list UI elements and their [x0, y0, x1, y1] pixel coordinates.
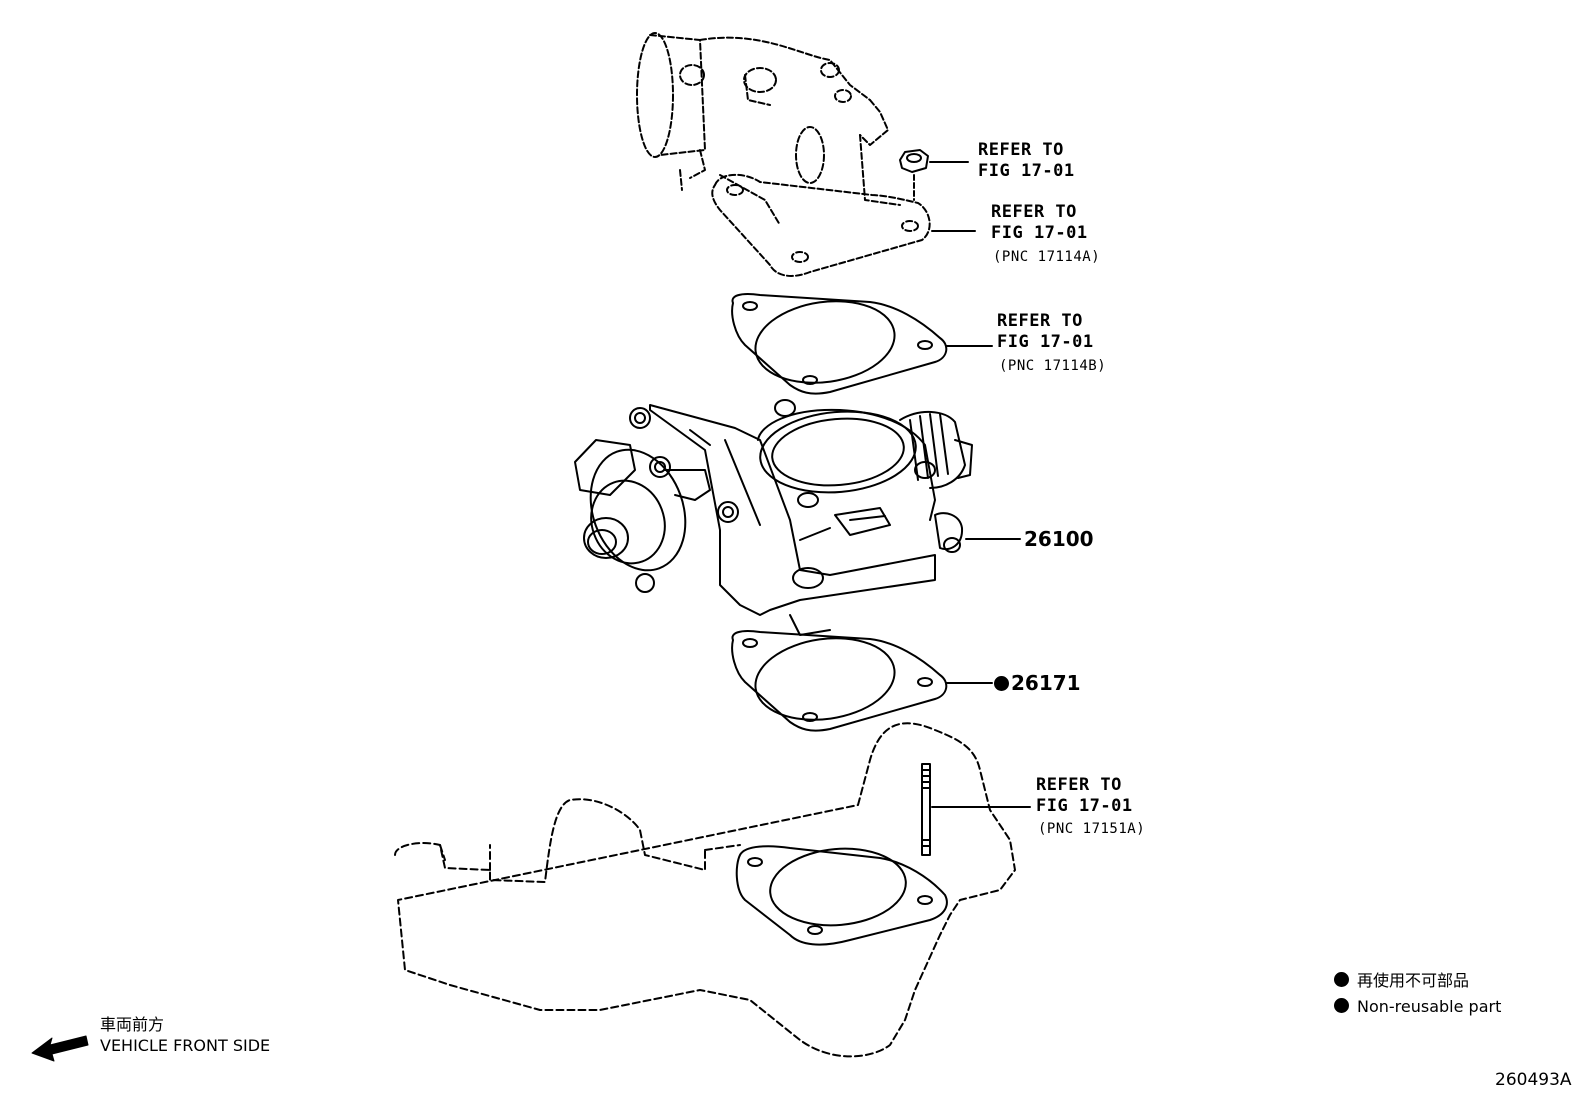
- callout-stud-line2: FIG 17-01: [1036, 796, 1133, 816]
- legend: 再使用不可部品 Non-reusable part: [1334, 968, 1501, 1020]
- vehicle-front-label: 車両前方 VEHICLE FRONT SIDE: [100, 1014, 270, 1056]
- figure-code: 260493A: [1495, 1070, 1572, 1090]
- legend-dot-icon: [1334, 972, 1349, 987]
- callout-nut: REFER TO FIG 17-01: [978, 140, 1075, 182]
- legend-dot-icon: [1334, 998, 1349, 1013]
- legend-japanese: 再使用不可部品: [1357, 971, 1470, 990]
- callout-gasket-top: REFER TO FIG 17-01: [997, 311, 1094, 353]
- callout-gasket-top-line1: REFER TO: [997, 311, 1083, 331]
- part-number-gasket-text: 26171: [1011, 671, 1081, 695]
- non-reusable-dot-icon: [994, 676, 1009, 691]
- legend-row-japanese: 再使用不可部品: [1334, 968, 1501, 994]
- legend-row-english: Non-reusable part: [1334, 994, 1501, 1020]
- callout-flange-line2: FIG 17-01: [991, 223, 1088, 243]
- throttle-body-26100: [574, 399, 973, 636]
- vehicle-front-japanese: 車両前方: [100, 1015, 165, 1034]
- gasket-upper: [731, 293, 948, 395]
- part-number-gasket: 26171: [994, 671, 1081, 695]
- water-inlet-housing: [636, 32, 931, 277]
- manifold-port: [735, 845, 948, 946]
- nut-part: [899, 149, 929, 201]
- legend-english: Non-reusable part: [1357, 997, 1502, 1016]
- gasket-lower-26171: [731, 630, 948, 732]
- callout-nut-line1: REFER TO: [978, 140, 1064, 160]
- vehicle-front-arrow-icon: [31, 1035, 89, 1062]
- intake-manifold: [394, 722, 1016, 1058]
- callout-flange-line1: REFER TO: [991, 202, 1077, 222]
- callout-nut-line2: FIG 17-01: [978, 161, 1075, 181]
- callout-stud-pnc: (PNC 17151A): [1038, 821, 1146, 837]
- callout-flange: REFER TO FIG 17-01: [991, 202, 1088, 244]
- part-number-throttle-body: 26100: [1024, 527, 1094, 551]
- vehicle-front-english: VEHICLE FRONT SIDE: [100, 1036, 271, 1055]
- callout-flange-pnc: (PNC 17114A): [993, 249, 1101, 265]
- callout-stud: REFER TO FIG 17-01: [1036, 775, 1133, 817]
- stud-bolt: [921, 763, 931, 856]
- callout-stud-line1: REFER TO: [1036, 775, 1122, 795]
- callout-gasket-top-pnc: (PNC 17114B): [999, 358, 1107, 374]
- callout-gasket-top-line2: FIG 17-01: [997, 332, 1094, 352]
